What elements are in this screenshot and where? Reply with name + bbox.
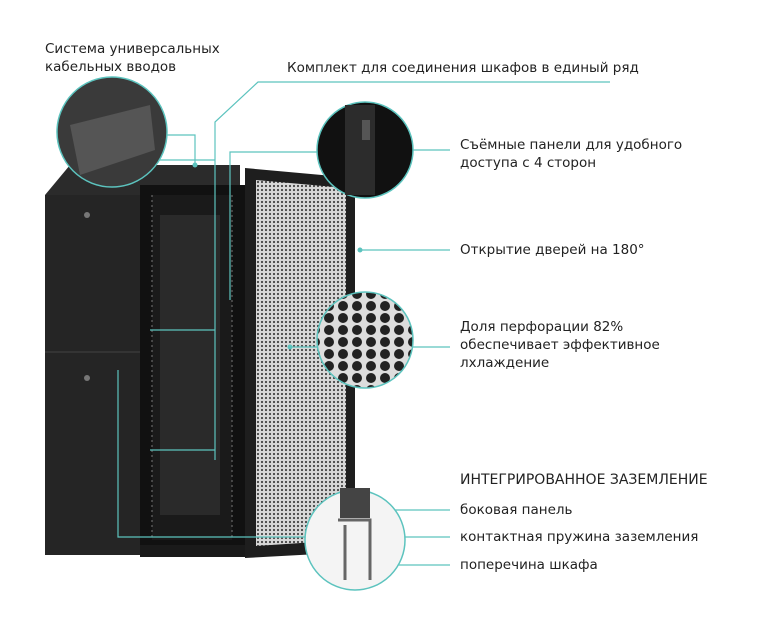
callout-lines — [117, 81, 610, 566]
label-join-kit: Комплект для соединения шкафов в единый … — [287, 60, 639, 76]
grounding-item-crossbar: поперечина шкафа — [460, 557, 598, 573]
label-line: Доля перфорации 82% — [460, 319, 624, 335]
grounding-item-spring: контактная пружина заземления — [460, 529, 699, 545]
label-line: обеспечивает эффективное — [460, 337, 660, 353]
detail-circle-perforation — [316, 291, 414, 389]
label-line: Система универсальных — [45, 41, 220, 57]
detail-circle-cable-entries — [56, 76, 168, 188]
grounding-item-side-panel: боковая панель — [460, 502, 573, 518]
label-removable-panels: Съёмные панели для удобного доступа с 4 … — [460, 136, 682, 172]
label-perforation: Доля перфорации 82% обеспечивает эффекти… — [460, 318, 660, 372]
side-panel — [45, 195, 140, 555]
grounding-title: ИНТЕГРИРОВАННОЕ ЗАЗЕМЛЕНИЕ — [460, 472, 708, 488]
detail-circle-panels — [316, 101, 414, 199]
perforated-door — [256, 180, 346, 546]
label-line: доступа с 4 сторон — [460, 155, 597, 171]
label-cable-entries: Система универсальных кабельных вводов — [45, 40, 220, 76]
detail-circle-grounding — [304, 488, 406, 591]
label-line: лхлаждение — [460, 355, 550, 371]
label-door-opening: Открытие дверей на 180° — [460, 242, 645, 258]
label-line: Съёмные панели для удобного — [460, 137, 683, 153]
label-line: кабельных вводов — [45, 59, 177, 75]
